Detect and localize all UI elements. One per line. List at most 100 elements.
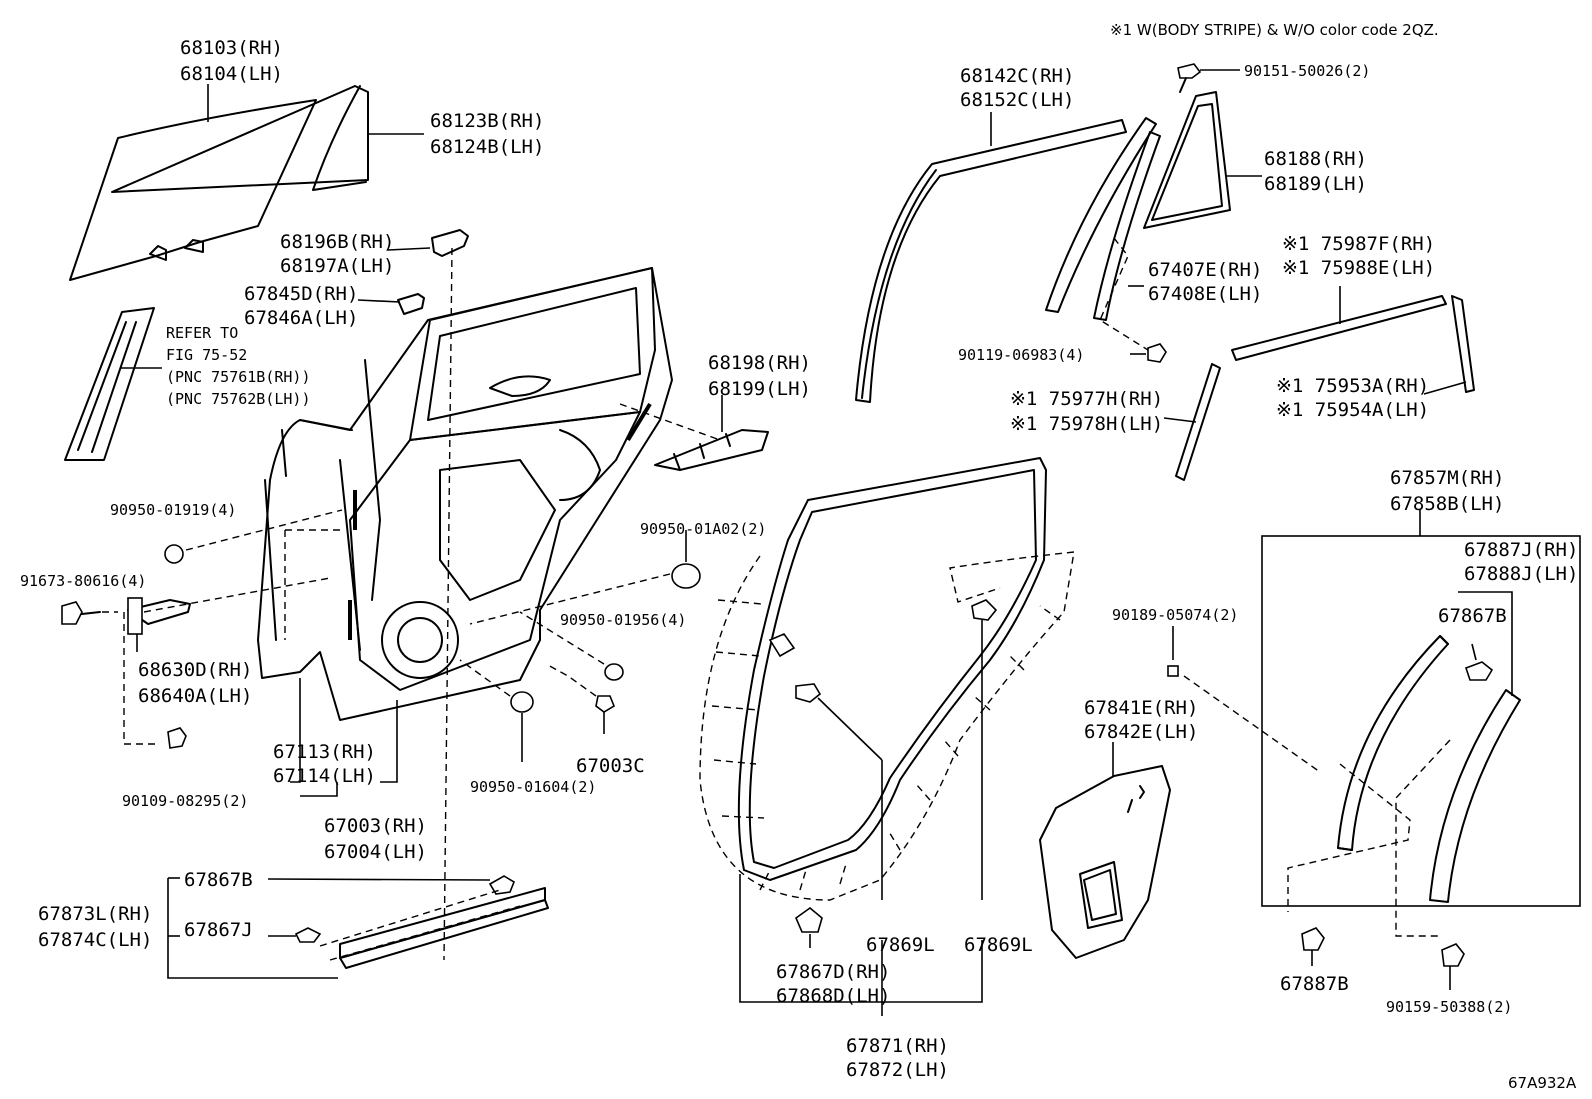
label-68198: 68198(RH) xyxy=(708,352,811,374)
label-75977h: ※1 75977H(RH) xyxy=(1010,388,1163,410)
clip-67003c-drawing xyxy=(595,695,615,713)
label-90950-01956: 90950-01956(4) xyxy=(560,611,686,629)
label-67887b: 67887B xyxy=(1280,973,1349,995)
label-68142c: 68142C(RH) xyxy=(960,65,1074,87)
label-90109-08295: 90109-08295(2) xyxy=(122,792,248,810)
arch-moulding-67887j-drawing xyxy=(1429,689,1521,903)
rear-door-panel-drawing xyxy=(257,267,673,721)
label-67003c: 67003C xyxy=(576,755,645,777)
clip-67867j-drawing xyxy=(294,927,322,943)
grommet-drawing xyxy=(768,633,796,658)
stripe-75987f-drawing xyxy=(1231,295,1447,361)
label-75954a: ※1 75954A(LH) xyxy=(1276,399,1429,421)
label-67867d: 67867D(RH) xyxy=(776,961,890,983)
bolt-90109-drawing xyxy=(167,727,187,749)
label-68152c: 68152C(LH) xyxy=(960,89,1074,111)
clip-90189-drawing xyxy=(1167,665,1179,677)
rear-door-glass-drawing xyxy=(69,99,317,281)
bolt-67887b-drawing xyxy=(1301,927,1325,951)
center-pillar-garnish-drawing xyxy=(64,307,155,461)
label-68640a: 68640A(LH) xyxy=(138,685,252,707)
screw-90151-drawing xyxy=(1177,63,1202,79)
label-90950-01604: 90950-01604(2) xyxy=(470,778,596,796)
clip-67867b-drawing xyxy=(488,875,515,895)
label-67869l-right: 67869L xyxy=(964,934,1033,956)
bracket-clip-drawing xyxy=(397,293,425,315)
bolt-91673-drawing xyxy=(61,601,101,625)
label-67867j: 67867J xyxy=(184,919,253,941)
label-68196b: 68196B(RH) xyxy=(280,231,394,253)
label-67857m: 67857M(RH) xyxy=(1390,467,1504,489)
arch-moulding-67857-drawing xyxy=(1337,635,1449,851)
label-90159-50388: 90159-50388(2) xyxy=(1386,998,1512,1016)
clip-67869l-b-drawing xyxy=(971,599,998,621)
label-68124b: 68124B(LH) xyxy=(430,136,544,158)
run-channel-68142c-drawing xyxy=(855,119,1127,403)
label-67867b-belt: 67867B xyxy=(184,869,253,891)
label-90189-05074: 90189-05074(2) xyxy=(1112,606,1238,624)
label-75987f: ※1 75987F(RH) xyxy=(1282,233,1435,255)
label-67004: 67004(LH) xyxy=(324,841,427,863)
label-67841e: 67841E(RH) xyxy=(1084,697,1198,719)
label-refer-to: REFER TO xyxy=(166,324,238,342)
door-cover-68198-drawing xyxy=(654,429,769,471)
label-91673-80616: 91673-80616(4) xyxy=(20,572,146,590)
label-75978h: ※1 75978H(LH) xyxy=(1010,413,1163,435)
screw-90119-drawing xyxy=(1147,343,1167,363)
label-67842e: 67842E(LH) xyxy=(1084,721,1198,743)
grommet-90950-01919-drawing xyxy=(164,544,184,564)
label-68123b: 68123B(RH) xyxy=(430,110,544,132)
label-refer-pnc-rh: (PNC 75761B(RH)) xyxy=(166,368,311,386)
label-67114: 67114(LH) xyxy=(273,765,376,787)
label-67407e: 67407E(RH) xyxy=(1148,259,1262,281)
label-67888j: 67888J(LH) xyxy=(1464,563,1578,585)
label-67887j: 67887J(RH) xyxy=(1464,539,1578,561)
label-68630d: 68630D(RH) xyxy=(138,659,252,681)
label-68104: 68104(LH) xyxy=(180,63,283,85)
clip-67867d-drawing xyxy=(795,906,823,933)
label-67868d: 67868D(LH) xyxy=(776,985,890,1007)
label-67872: 67872(LH) xyxy=(846,1059,949,1081)
header-note: ※1 W(BODY STRIPE) & W/O color code 2QZ. xyxy=(1110,21,1439,39)
label-90950-01919: 90950-01919(4) xyxy=(110,501,236,519)
moulding-group-box xyxy=(1261,535,1581,907)
label-refer-fig: FIG 75-52 xyxy=(166,346,247,364)
quarter-glass-drawing xyxy=(111,85,369,193)
label-67858b: 67858B(LH) xyxy=(1390,493,1504,515)
label-68199: 68199(LH) xyxy=(708,378,811,400)
belt-moulding-67873-drawing xyxy=(339,887,549,969)
label-67873l: 67873L(RH) xyxy=(38,903,152,925)
clip-67869l-a-drawing xyxy=(795,683,822,703)
label-67113: 67113(RH) xyxy=(273,741,376,763)
clip-67867b-box-drawing xyxy=(1464,661,1494,681)
label-68188: 68188(RH) xyxy=(1264,148,1367,170)
bolt-90159-drawing xyxy=(1441,943,1465,967)
label-refer-pnc-lh: (PNC 75762B(LH)) xyxy=(166,390,311,408)
stripe-75953a-drawing xyxy=(1451,295,1475,393)
label-67846a: 67846A(LH) xyxy=(244,307,358,329)
label-75953a: ※1 75953A(RH) xyxy=(1276,375,1429,397)
hinge-bracket-drawing xyxy=(431,229,469,257)
label-90950-01a02: 90950-01A02(2) xyxy=(640,520,766,538)
label-90151-50026: 90151-50026(2) xyxy=(1244,62,1370,80)
label-67845d: 67845D(RH) xyxy=(244,283,358,305)
label-67871: 67871(RH) xyxy=(846,1035,949,1057)
hole-plug-90950-01956-drawing xyxy=(604,663,624,681)
label-67003: 67003(RH) xyxy=(324,815,427,837)
door-weatherstrip-67871-drawing xyxy=(699,457,1075,901)
label-68197a: 68197A(LH) xyxy=(280,255,394,277)
division-bar-drawing xyxy=(1045,117,1161,321)
label-67874c: 67874C(LH) xyxy=(38,929,152,951)
plug-90950-01a02-drawing xyxy=(671,563,701,589)
figure-code: 67A932A xyxy=(1508,1074,1577,1092)
hole-plug-90950-01604-drawing xyxy=(510,691,534,713)
stripe-75977h-drawing xyxy=(1175,363,1221,481)
label-67869l-left: 67869L xyxy=(866,934,935,956)
label-68103: 68103(RH) xyxy=(180,37,283,59)
door-check-drawing xyxy=(127,597,191,635)
label-67867b-box: 67867B xyxy=(1438,605,1507,627)
label-68189: 68189(LH) xyxy=(1264,173,1367,195)
label-90119-06983: 90119-06983(4) xyxy=(958,346,1084,364)
label-75988e: ※1 75988E(LH) xyxy=(1282,257,1435,279)
